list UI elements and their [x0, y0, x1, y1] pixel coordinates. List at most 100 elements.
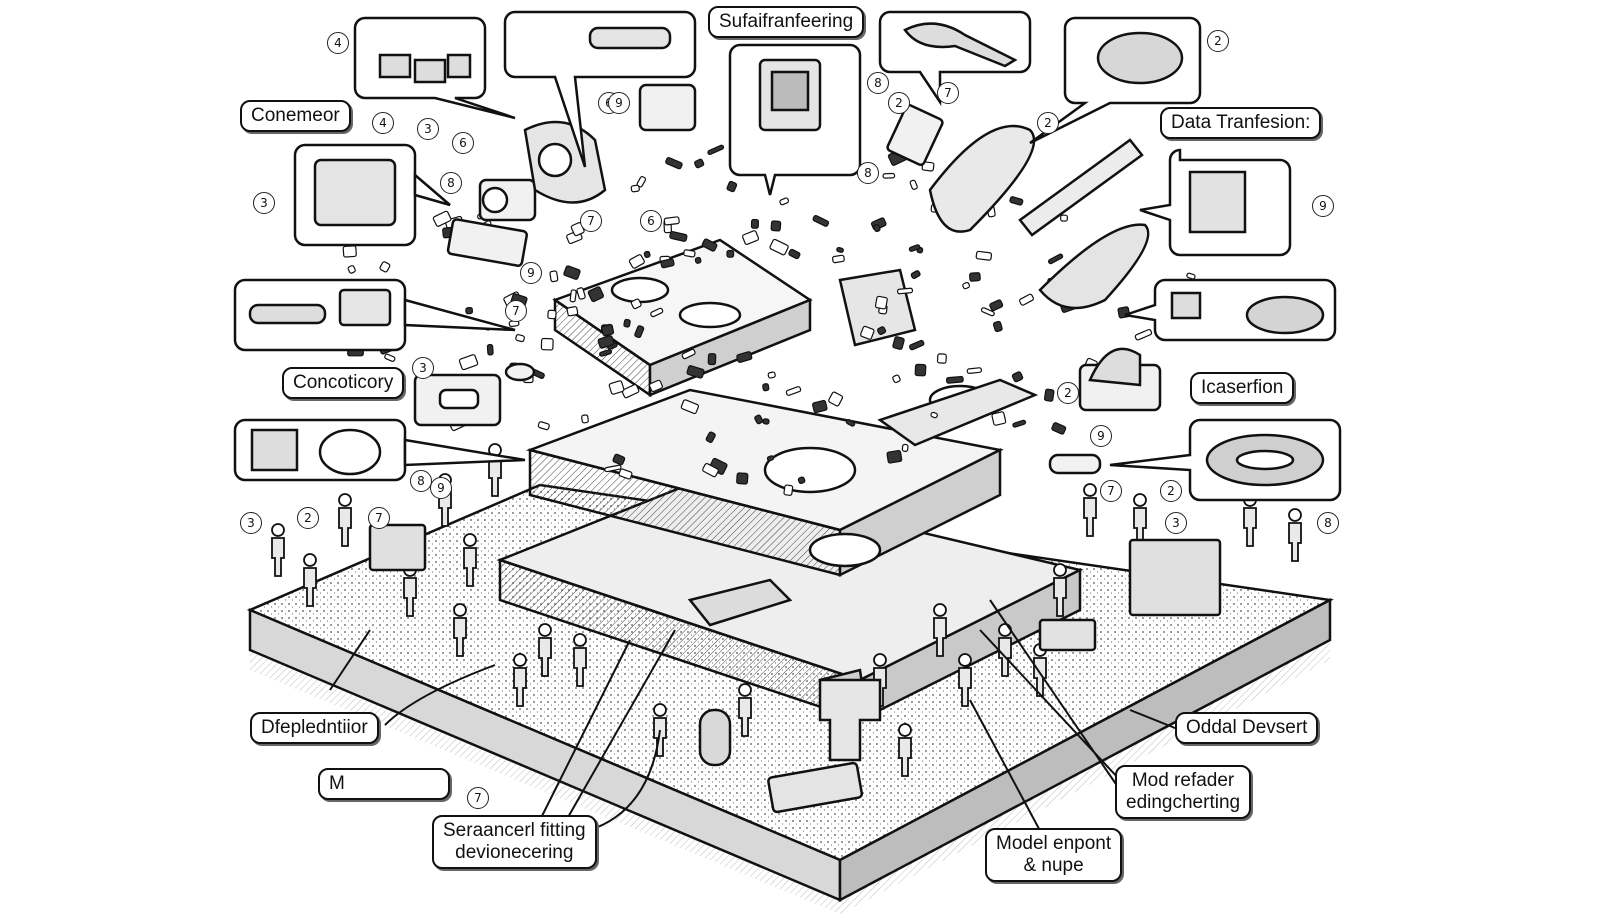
debris-piece [660, 258, 675, 269]
debris-piece [812, 214, 830, 227]
debris-piece [621, 384, 640, 399]
number-marker: 2 [297, 507, 319, 529]
person-figure [271, 523, 285, 577]
person-figure [573, 633, 587, 687]
debris-piece [845, 419, 856, 427]
debris-piece [465, 306, 474, 315]
debris-piece [597, 335, 615, 349]
person-figure [1083, 483, 1097, 537]
debris-piece [797, 476, 806, 485]
debris-piece [458, 354, 479, 371]
number-marker: 4 [327, 32, 349, 54]
label-bottom-center-line2: devionecering [455, 842, 574, 863]
debris-piece [612, 453, 626, 466]
person-figure [738, 683, 752, 737]
debris-piece [563, 265, 581, 280]
person-figure [1288, 508, 1302, 562]
number-marker: 7 [505, 300, 527, 322]
debris-piece [1051, 422, 1067, 435]
debris-piece [750, 218, 760, 229]
person-figure [958, 653, 972, 707]
debris-piece [892, 336, 905, 350]
debris-piece [936, 353, 947, 364]
debris-piece [909, 179, 918, 190]
person-figure [538, 623, 552, 677]
debris-piece [547, 309, 557, 320]
debris-piece [836, 246, 844, 253]
debris-piece [742, 230, 760, 245]
standing-figures [271, 443, 1302, 777]
debris-piece [1134, 328, 1153, 341]
number-marker: 7 [1100, 480, 1122, 502]
label-top-center: Sufaifranfeering [708, 6, 865, 38]
label-top-right: Data Tranfesion: [1160, 107, 1322, 139]
debris-piece [566, 306, 579, 317]
debris-piece [601, 323, 615, 337]
debris-piece [831, 254, 845, 264]
debris-piece [877, 326, 887, 336]
person-figure [1133, 493, 1147, 547]
debris-piece [945, 375, 964, 384]
debris-piece [707, 353, 717, 366]
number-marker: 2 [888, 92, 910, 114]
number-marker: 9 [1090, 425, 1112, 447]
number-marker: 2 [1207, 30, 1229, 52]
label-bottom-mid-line2: & nupe [1023, 855, 1084, 876]
number-marker: 2 [1160, 480, 1182, 502]
debris-piece [432, 210, 452, 227]
debris-piece [770, 220, 782, 232]
debris-piece [726, 180, 738, 193]
debris-piece [930, 411, 938, 419]
person-figure [463, 533, 477, 587]
debris-piece [914, 363, 927, 377]
debris-piece [909, 339, 925, 351]
debris-piece [754, 414, 764, 425]
label-bottom-mid: Model enpont & nupe [985, 828, 1123, 882]
debris-piece [726, 249, 735, 258]
debris-piece [788, 248, 801, 260]
debris-piece [766, 455, 775, 462]
number-marker: 2 [1057, 382, 1079, 404]
number-marker: 3 [412, 357, 434, 379]
debris-piece [623, 318, 631, 328]
debris-piece [860, 325, 875, 340]
debris-piece [991, 411, 1007, 426]
person-figure [513, 653, 527, 707]
debris-piece [608, 380, 625, 395]
debris-piece [599, 349, 613, 357]
number-marker: 7 [937, 82, 959, 104]
debris-piece [707, 144, 725, 156]
label-bottom-right: Mod refader edingcherting [1115, 765, 1252, 819]
person-figure [1053, 563, 1067, 617]
debris-piece [980, 307, 995, 317]
debris-piece [581, 414, 589, 424]
debris-piece [540, 337, 554, 351]
number-marker: 4 [372, 112, 394, 134]
debris-piece [873, 223, 881, 233]
debris-piece [921, 161, 935, 172]
debris-piece [650, 307, 664, 318]
debris-piece [384, 353, 396, 362]
label-bottom-right-line2: edingcherting [1126, 792, 1241, 813]
person-figure [898, 723, 912, 777]
label-top-left: Conemeor [240, 100, 351, 132]
debris-piece [762, 383, 770, 392]
number-marker: 9 [1312, 195, 1334, 217]
debris-piece [1048, 253, 1064, 265]
debris-piece [736, 351, 753, 363]
number-marker: 2 [1037, 112, 1059, 134]
debris-piece [1012, 419, 1027, 428]
person-figure [303, 553, 317, 607]
debris-piece [785, 386, 802, 396]
floating-devices [368, 83, 1222, 814]
person-figure [338, 493, 352, 547]
debris-piece [569, 289, 577, 303]
debris-piece [694, 158, 705, 169]
person-figure [453, 603, 467, 657]
debris-piece [1186, 272, 1196, 280]
number-marker: 9 [430, 477, 452, 499]
debris-piece [537, 421, 550, 431]
label-low-left: Dfepledntiior [250, 712, 379, 744]
number-marker: 3 [240, 512, 262, 534]
debris-piece [736, 472, 749, 485]
